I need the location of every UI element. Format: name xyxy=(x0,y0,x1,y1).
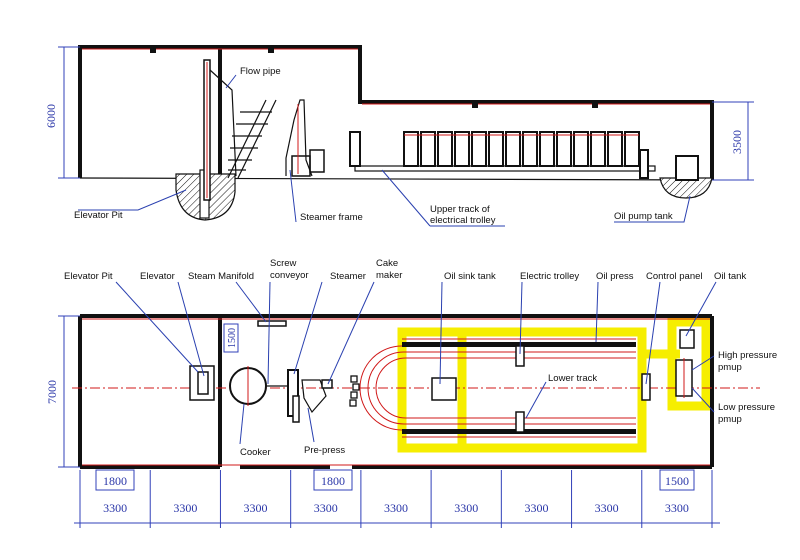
dim-plan-inner-1500: 1500 xyxy=(227,328,238,348)
elevation-control-panel xyxy=(639,149,649,179)
label-plan-high-pressure-line-1: High pressure xyxy=(718,350,777,361)
label-plan-electric-trolley: Electric trolley xyxy=(520,271,579,282)
plan-building-walls xyxy=(78,314,714,469)
plan-pre-press xyxy=(301,379,327,414)
dim-plan-1800-left: 1800 xyxy=(103,474,127,488)
label-oil-pump-tank: Oil pump tank xyxy=(614,211,673,222)
label-upper-track-line-1: Upper track of xyxy=(430,204,490,215)
dim-bay-5: 3300 xyxy=(384,501,408,515)
dim-bay-7: 3300 xyxy=(524,501,548,515)
elevation-steamer xyxy=(285,99,325,177)
plan-oil-sink-tank xyxy=(431,377,457,401)
dim-bay-8: 3300 xyxy=(595,501,619,515)
label-plan-elevator-pit: Elevator Pit xyxy=(64,271,113,282)
label-plan-cake-line-1: Cake xyxy=(376,258,398,269)
plan-oil-tank xyxy=(679,329,695,349)
dim-bay-3: 3300 xyxy=(244,501,268,515)
label-plan-steam-manifold: Steam Manifold xyxy=(188,271,254,282)
dim-bay-4: 3300 xyxy=(314,501,338,515)
dim-plan-1800-mid: 1800 xyxy=(321,474,345,488)
label-plan-oil-tank: Oil tank xyxy=(714,271,746,282)
elevation-building-outline xyxy=(78,45,714,180)
plan-electric-trolley-lower xyxy=(515,411,525,433)
plan-cake-maker xyxy=(321,379,333,389)
elevation-oil-pump-pit xyxy=(659,177,713,199)
plan-u-track xyxy=(359,345,636,431)
dim-bay-2: 3300 xyxy=(173,501,197,515)
elevation-stairs xyxy=(227,99,277,179)
label-plan-low-pressure-line-2: pmup xyxy=(718,414,742,425)
flow-pipe xyxy=(209,69,237,177)
label-plan-oil-press: Oil press xyxy=(596,271,634,282)
label-plan-screw-line-1: Screw xyxy=(270,258,297,269)
elevation-view: 6000 3500 Flow pipe Elevator Pit Steamer… xyxy=(44,45,754,227)
label-elevation-elevator-pit: Elevator Pit xyxy=(74,210,123,221)
label-plan-cooker: Cooker xyxy=(240,447,271,458)
elevation-oil-presses xyxy=(349,131,640,167)
plan-view: 1500 xyxy=(45,258,777,528)
label-plan-elevator: Elevator xyxy=(140,271,175,282)
label-plan-low-pressure-line-1: Low pressure xyxy=(718,402,775,413)
label-plan-cake-line-2: maker xyxy=(376,270,402,281)
dim-plan-height: 7000 xyxy=(45,380,59,404)
label-plan-control-panel: Control panel xyxy=(646,271,703,282)
elevation-oil-pump-tank xyxy=(675,155,699,181)
dim-bay-1: 3300 xyxy=(103,501,127,515)
label-flow-pipe: Flow pipe xyxy=(240,66,281,77)
roof-tabs xyxy=(150,47,598,108)
label-plan-screw-line-2: conveyor xyxy=(270,270,309,281)
plan-pre-press-units xyxy=(349,375,360,407)
label-steamer-frame: Steamer frame xyxy=(300,212,363,223)
label-plan-high-pressure-line-2: pmup xyxy=(718,362,742,373)
plan-elevator xyxy=(197,371,209,395)
bay-ticks xyxy=(79,470,713,528)
label-plan-oil-sink-tank: Oil sink tank xyxy=(444,271,496,282)
plan-steam-manifold xyxy=(257,320,287,327)
label-plan-pre-press: Pre-press xyxy=(304,445,345,456)
label-plan-steamer: Steamer xyxy=(330,271,366,282)
elevation-floor-line xyxy=(79,177,713,181)
dim-elevation-height-left: 6000 xyxy=(44,104,58,128)
bay-labels: 3300 3300 3300 3300 3300 3300 3300 3300 3300 xyxy=(103,501,689,515)
dim-bay-6: 3300 xyxy=(454,501,478,515)
label-upper-track-line-2: electrical trolley xyxy=(430,215,496,226)
plan-control-panel xyxy=(641,373,651,401)
label-plan-lower-track: Lower track xyxy=(548,373,597,384)
dim-elevation-height-right: 3500 xyxy=(730,130,744,154)
dim-bay-9: 3300 xyxy=(665,501,689,515)
dim-plan-1500-right: 1500 xyxy=(665,474,689,488)
